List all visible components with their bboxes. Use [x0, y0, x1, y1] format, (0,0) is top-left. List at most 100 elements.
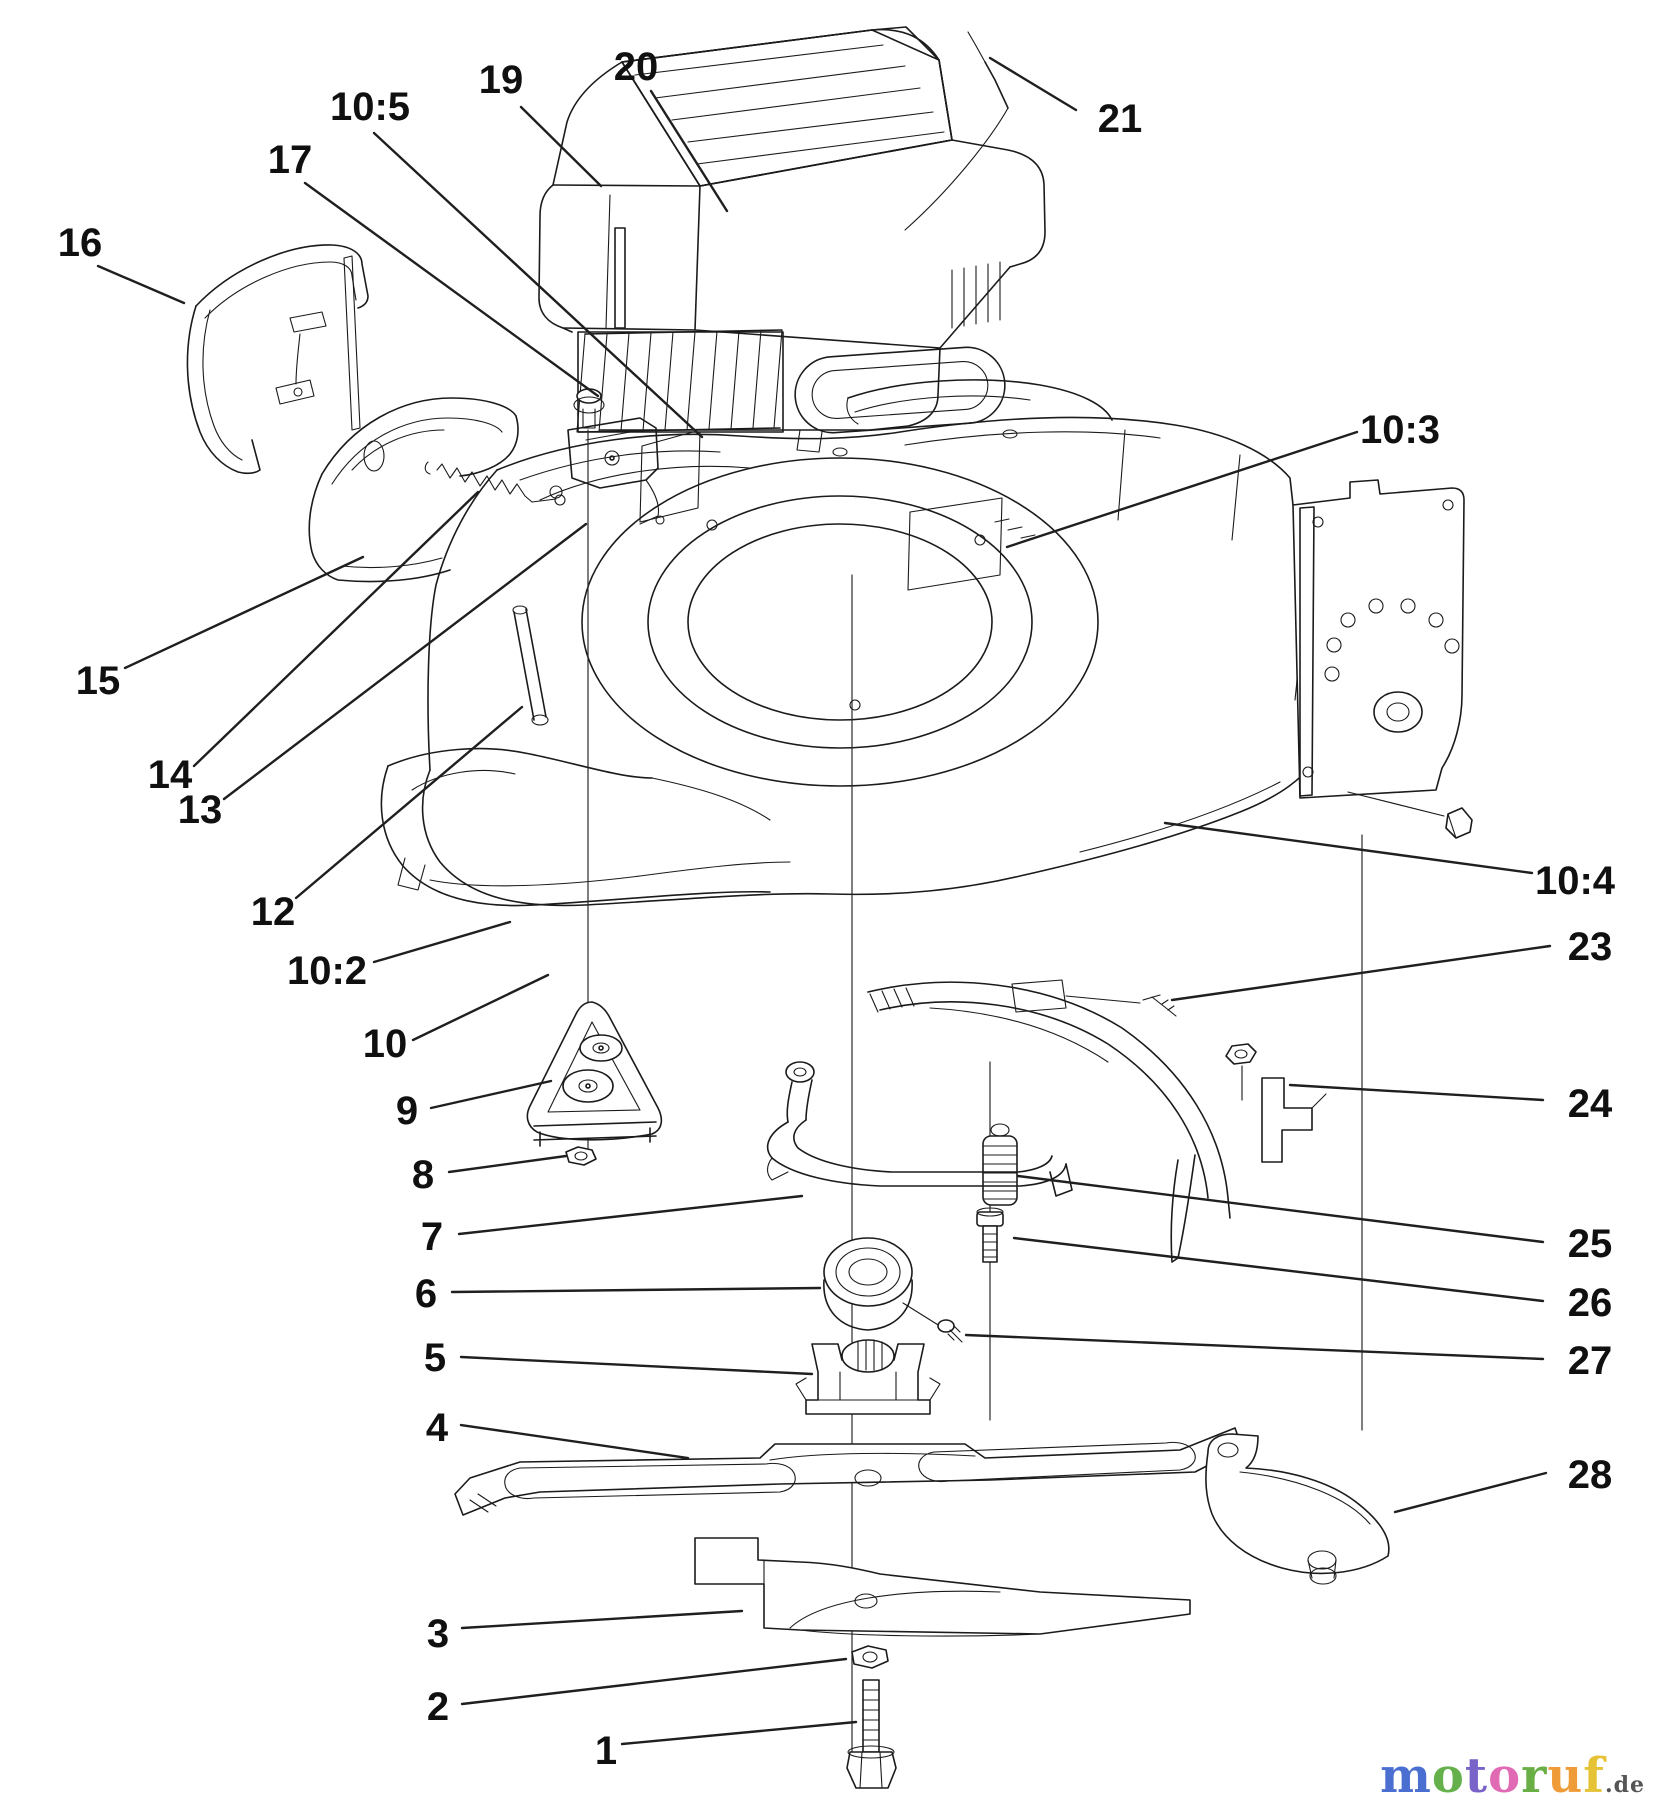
leader-line: [192, 490, 480, 768]
part-number: 10:5: [330, 85, 410, 129]
part-number: 8: [412, 1153, 434, 1197]
part-number: 1: [595, 1729, 617, 1773]
callout-12: 12: [251, 705, 524, 934]
nut-8: [565, 1146, 597, 1166]
cable-bracket-13: [554, 417, 660, 525]
engine: [538, 26, 1046, 453]
watermark-letter: o: [1488, 1748, 1522, 1800]
part-number: 28: [1568, 1453, 1613, 1497]
callout-9: 9: [396, 1079, 553, 1133]
watermark-letter: u: [1547, 1748, 1584, 1800]
callout-6: 6: [415, 1272, 822, 1316]
front-discharge-cover: [380, 747, 791, 907]
leader-line: [620, 1720, 858, 1746]
leader-line: [303, 181, 600, 398]
part-number: 21: [1098, 97, 1143, 141]
part-number: 14: [148, 753, 193, 797]
watermark-letter: m: [1380, 1748, 1432, 1800]
leader-line: [450, 1286, 822, 1294]
callout-23: 23: [1170, 925, 1613, 1002]
leader-line: [1288, 1083, 1545, 1102]
leader-line: [294, 705, 524, 900]
motoruf-watermark: motoruf.de: [1380, 1752, 1645, 1800]
callout-10:5: 10:5: [330, 85, 704, 439]
part-number: 27: [1568, 1339, 1613, 1383]
leader-line: [649, 89, 729, 213]
callout-1: 1: [595, 1720, 858, 1773]
callout-25: 25: [1016, 1174, 1613, 1266]
callout-4: 4: [426, 1406, 690, 1460]
rear-deflector: [867, 979, 1231, 1263]
callout-14: 14: [148, 490, 480, 797]
callout-10:4: 10:4: [1163, 821, 1616, 903]
leader-line: [459, 1423, 690, 1460]
spring-25: [982, 1123, 1018, 1206]
leader-line: [457, 1194, 804, 1236]
callout-17: 17: [268, 138, 600, 398]
leader-line: [460, 1609, 744, 1630]
callout-10:3: 10:3: [1005, 408, 1440, 549]
bolt-1: [846, 1679, 897, 1789]
callout-20: 20: [614, 45, 729, 213]
decal-10-3: [907, 497, 1003, 591]
part-number: 10:3: [1360, 408, 1440, 452]
belt-cover-16: [186, 244, 369, 475]
leader-line: [447, 1154, 568, 1174]
discharge-chute-28: [1205, 1433, 1390, 1585]
part-number: 25: [1568, 1222, 1613, 1266]
callout-16: 16: [58, 221, 186, 305]
bracket-24: [1225, 1043, 1327, 1163]
decal-10-5: [639, 429, 701, 523]
cable-spring-14: [424, 461, 557, 503]
watermark-suffix: .de: [1604, 1772, 1645, 1798]
callout-24: 24: [1288, 1082, 1613, 1126]
stiffener-3: [694, 1537, 1191, 1637]
watermark-letter: t: [1464, 1748, 1489, 1800]
leader-line: [372, 920, 512, 964]
callout-5: 5: [424, 1336, 814, 1380]
part-number: 7: [421, 1215, 443, 1259]
nut-24: [1225, 1043, 1257, 1065]
part-number: 26: [1568, 1281, 1613, 1325]
part-number: 23: [1568, 925, 1613, 969]
leader-line: [1005, 430, 1359, 549]
leader-line: [964, 1333, 1545, 1361]
callout-13: 13: [178, 522, 588, 832]
height-adjuster-bracket: [1292, 479, 1473, 839]
leader-line: [459, 1355, 814, 1376]
leader-line: [1016, 1174, 1545, 1244]
part-number: 16: [58, 221, 103, 265]
part-number: 15: [76, 659, 121, 703]
part-number: 5: [424, 1336, 446, 1380]
set-screw-27: [937, 1319, 963, 1343]
rod-12: [512, 605, 549, 726]
callout-21: 21: [988, 56, 1143, 141]
leader-line: [411, 973, 550, 1042]
callout-26: 26: [1012, 1236, 1613, 1325]
leader-line: [460, 1657, 848, 1706]
leader-line: [96, 264, 186, 305]
inner-shield-15: [308, 397, 519, 583]
mower-deck: [380, 379, 1323, 907]
watermark-letter: o: [1431, 1748, 1465, 1800]
callout-28: 28: [1393, 1453, 1613, 1514]
callout-10: 10: [363, 973, 550, 1066]
part-number: 10:2: [287, 949, 367, 993]
leader-line: [222, 522, 588, 801]
leader-line: [429, 1079, 553, 1110]
callout-19: 19: [479, 58, 603, 188]
part-number: 2: [427, 1685, 449, 1729]
bracket-screw: [1445, 807, 1473, 839]
callout-2: 2: [427, 1657, 848, 1729]
callout-27: 27: [964, 1333, 1613, 1383]
callout-7: 7: [421, 1194, 804, 1259]
leader-line: [519, 105, 603, 188]
part-number: 13: [178, 788, 223, 832]
callout-3: 3: [427, 1609, 744, 1656]
part-number: 24: [1568, 1082, 1613, 1126]
part-number: 10: [363, 1022, 408, 1066]
leader-line: [988, 56, 1078, 112]
